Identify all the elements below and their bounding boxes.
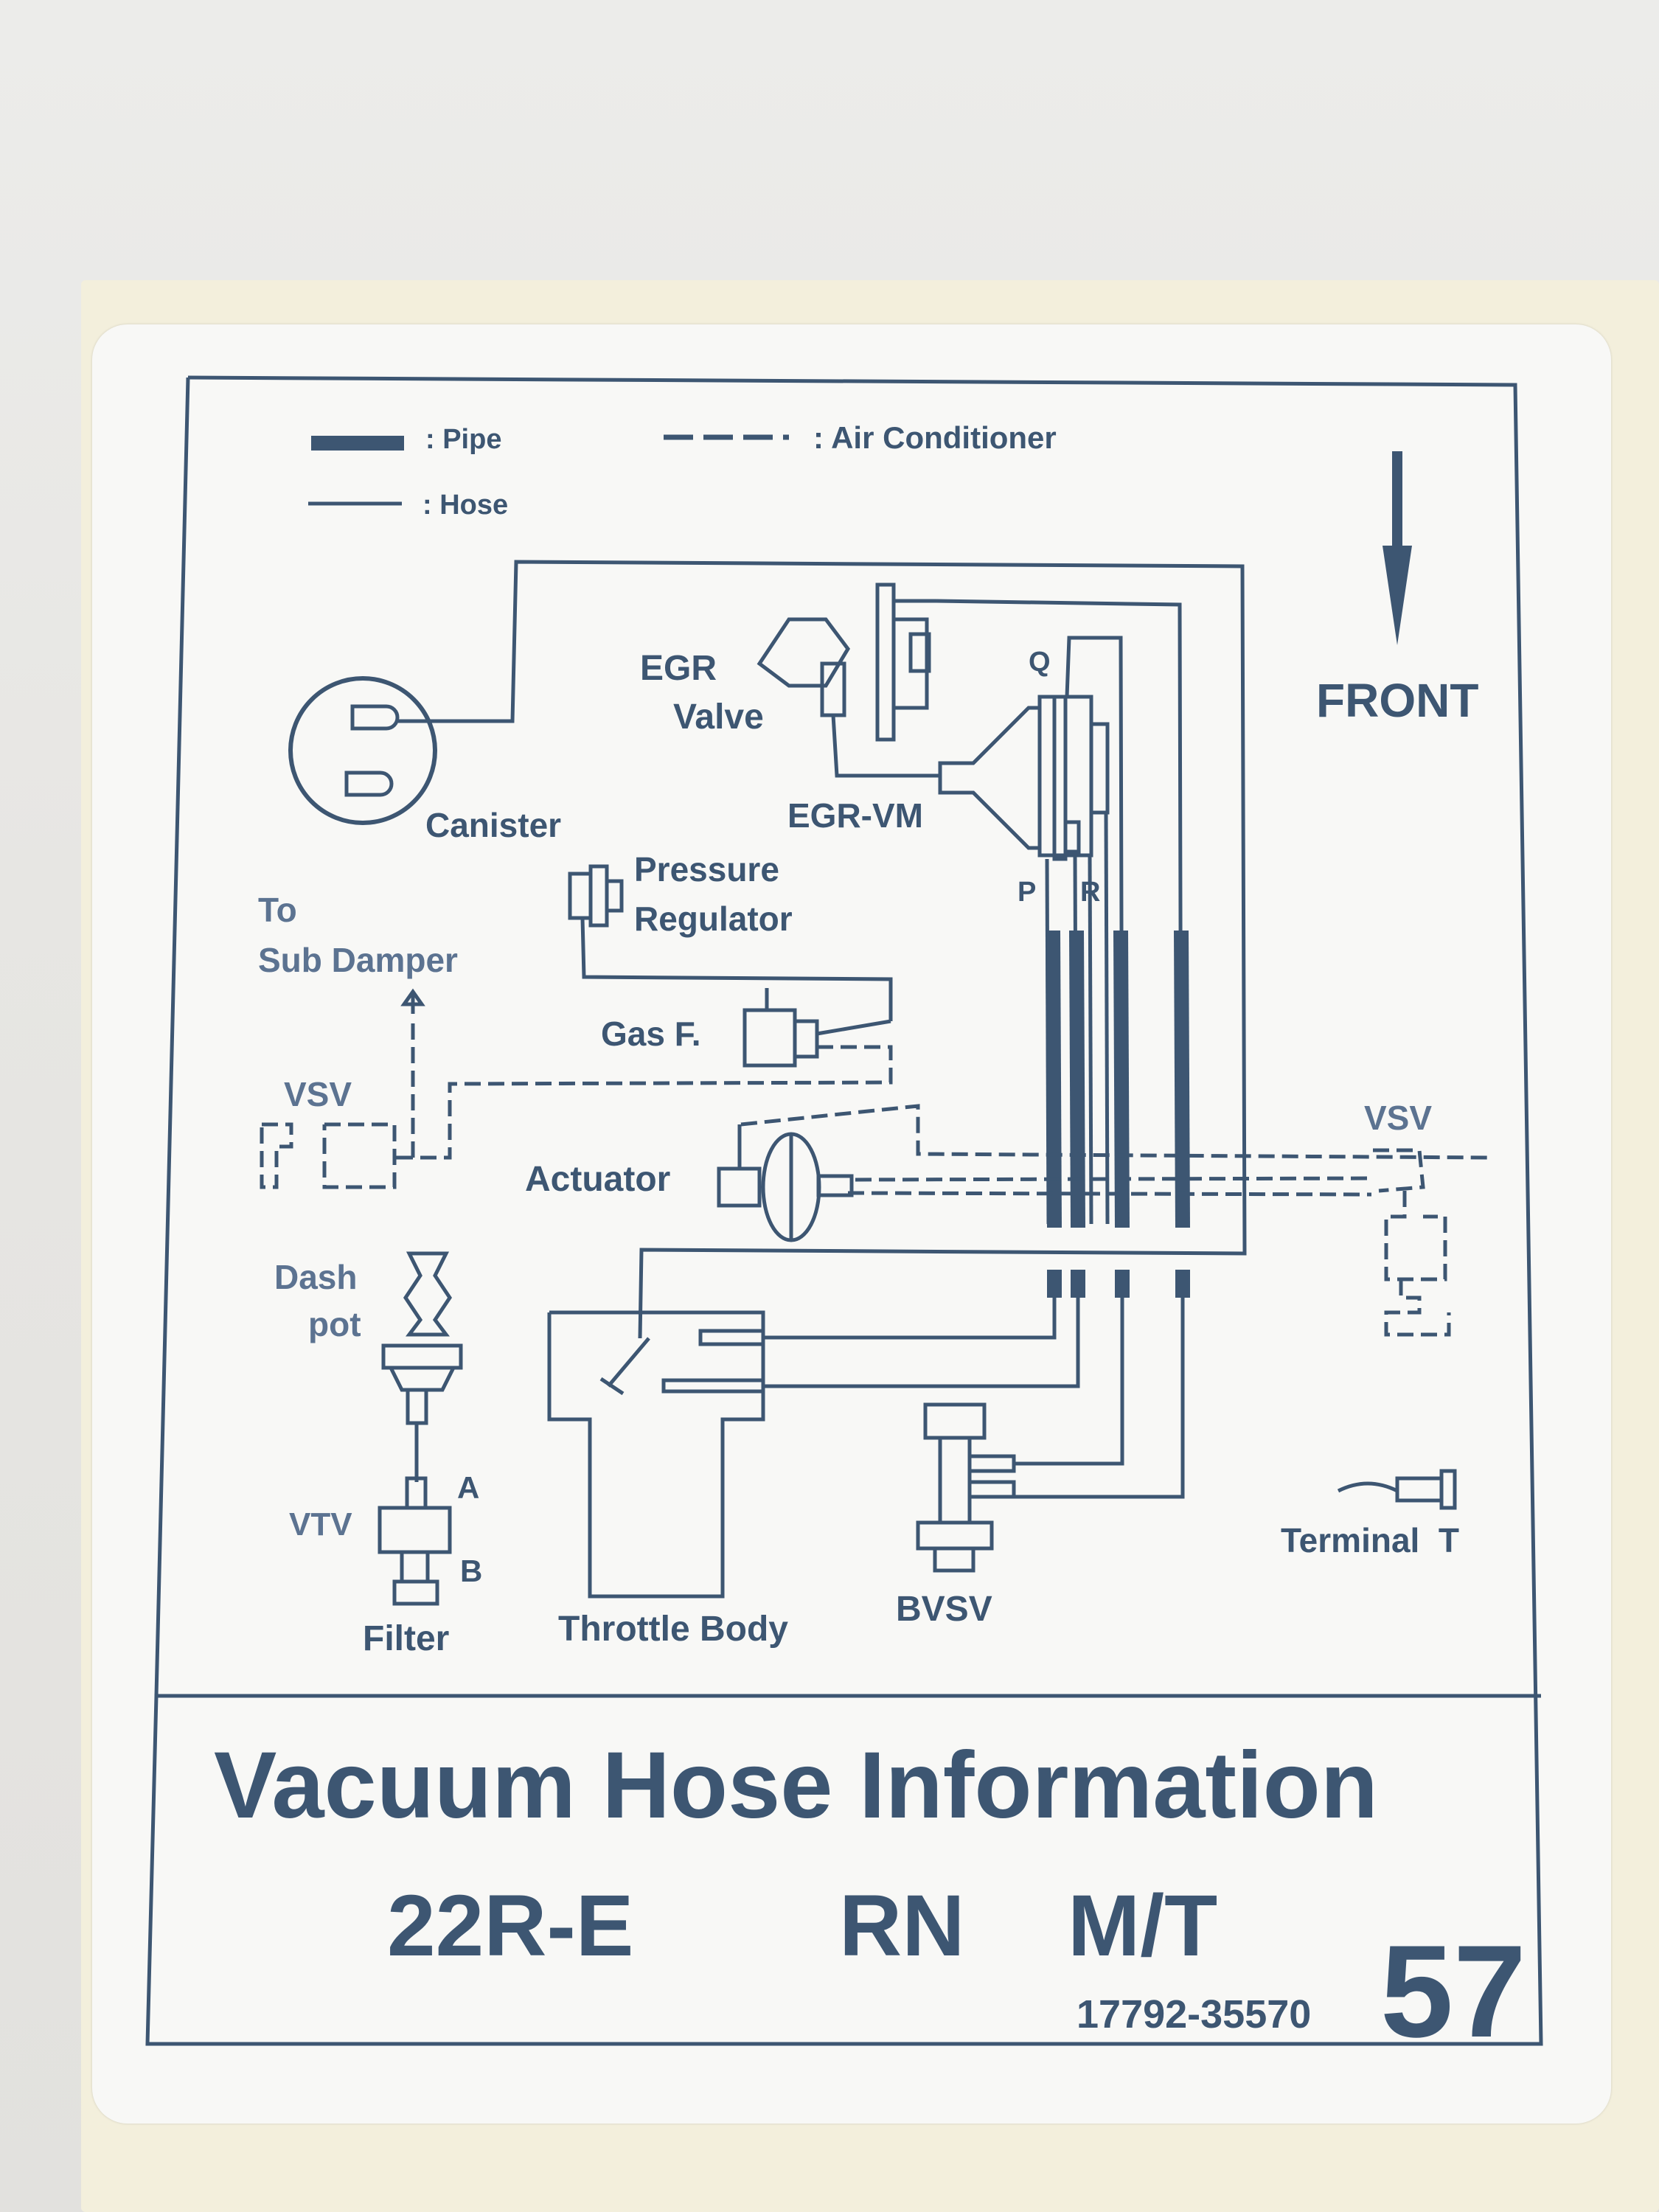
egr-valve-icon [757, 582, 936, 742]
port-a-label: A [457, 1470, 479, 1505]
vtv-icon [378, 1476, 452, 1584]
pressure-regulator-label: Pressure [634, 850, 779, 888]
canister-label: Canister [425, 806, 561, 844]
egr-vm-label: EGR-VM [787, 796, 923, 835]
vsv-left-label: VSV [284, 1075, 352, 1113]
engine-code: 22R-E [387, 1877, 633, 1975]
filter-icon [392, 1579, 439, 1606]
gas-filter-icon [742, 988, 819, 1068]
footer-title: Vacuum Hose Information [214, 1733, 1378, 1838]
bvsv-icon [916, 1402, 1016, 1573]
dash-pot-icon [381, 1251, 463, 1482]
actuator-label: Actuator [525, 1160, 670, 1199]
terminal-t-icon [1337, 1469, 1457, 1510]
pressure-regulator-icon [568, 864, 624, 928]
label-number: 57 [1380, 1918, 1526, 2065]
egr-valve-label-2: Valve [673, 698, 764, 737]
actuator-icon [717, 1124, 854, 1242]
hose-canister-main [398, 560, 1247, 1339]
port-q-label: Q [1029, 647, 1051, 678]
legend-hose-label: : Hose [422, 490, 508, 521]
front-arrow-icon [1382, 451, 1412, 645]
pipe-2 [1069, 930, 1085, 1228]
filter-label: Filter [363, 1619, 449, 1658]
legend-ac-label: : Air Conditioner [813, 420, 1057, 455]
dash-pot-label: Dash [274, 1258, 357, 1296]
pipe-3 [1113, 930, 1130, 1228]
throttle-body-label: Throttle Body [558, 1610, 788, 1649]
port-r-label: R [1080, 877, 1100, 908]
model-code: RN [839, 1877, 964, 1975]
front-label: FRONT [1316, 674, 1478, 727]
transmission-code: M/T [1068, 1877, 1217, 1975]
pipe-4 [1174, 930, 1190, 1228]
to-sub-damper-label-2: Sub Damper [258, 941, 458, 979]
part-number: 17792-35570 [1077, 1992, 1311, 2037]
dash-pot-label-2: pot [308, 1305, 361, 1343]
to-sub-damper-label: To [258, 891, 297, 929]
pressure-regulator-label-2: Regulator [634, 900, 793, 938]
pipe-1 [1046, 930, 1062, 1228]
vsv-right-label: VSV [1364, 1099, 1432, 1137]
sticker-label [92, 324, 1611, 2124]
egr-valve-label: EGR [640, 649, 717, 688]
legend-pipe-label: : Pipe [425, 424, 501, 455]
bvsv-label: BVSV [896, 1590, 992, 1629]
gas-filter-label: Gas F. [601, 1015, 701, 1053]
terminal-t-label: Terminal T [1281, 1521, 1459, 1559]
egr-vm-icon [938, 695, 1110, 861]
canister-icon [288, 676, 437, 825]
vtv-label: VTV [289, 1506, 352, 1543]
port-p-label: P [1018, 877, 1036, 908]
diagram-border [145, 375, 1543, 2046]
port-b-label: B [460, 1554, 482, 1588]
throttle-body-icon [547, 1310, 765, 1599]
